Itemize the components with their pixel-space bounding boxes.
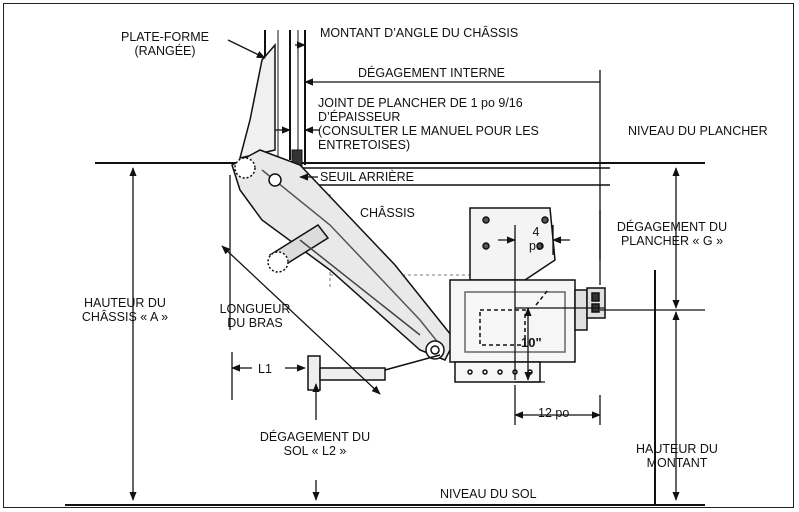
floor-clearance-g-label: DÉGAGEMENT DU PLANCHER « G » <box>616 220 728 248</box>
ground-level-label: NIVEAU DU SOL <box>440 487 537 501</box>
chassis-label: CHÂSSIS <box>360 206 415 220</box>
l1-label: L1 <box>258 362 272 376</box>
floor-level-label: NIVEAU DU PLANCHER <box>628 124 768 138</box>
internal-clearance-label: DÉGAGEMENT INTERNE <box>358 66 506 80</box>
floor-joint-label: JOINT DE PLANCHER DE 1 po 9/16 D’ÉPAISSE… <box>318 96 539 152</box>
dimension-12po-label: 12 po <box>538 406 570 420</box>
pump-base <box>449 279 606 383</box>
arm-length-label: LONGUEUR DU BRAS <box>219 302 291 330</box>
diagram-frame <box>3 3 794 508</box>
ground-clearance-l2-label: DÉGAGEMENT DU SOL « L2 » <box>259 430 371 458</box>
dimension-lines <box>129 39 705 505</box>
roll-stop <box>307 354 441 391</box>
frame-height-a-label: HAUTEUR DU CHÂSSIS « A » <box>81 296 169 324</box>
post-height-label: HAUTEUR DU MONTANT <box>636 442 718 470</box>
platform-stowed-label: PLATE-FORME (RANGÉE) <box>121 30 209 58</box>
frame-corner-post-label: MONTANT D’ANGLE DU CHÂSSIS <box>320 26 519 40</box>
dimension-10in-label: 10" <box>521 335 542 350</box>
rear-sill-label: SEUIL ARRIÈRE <box>320 170 415 184</box>
dimension-4po-label: 4 po <box>529 225 543 253</box>
mounting-bracket <box>469 207 556 281</box>
